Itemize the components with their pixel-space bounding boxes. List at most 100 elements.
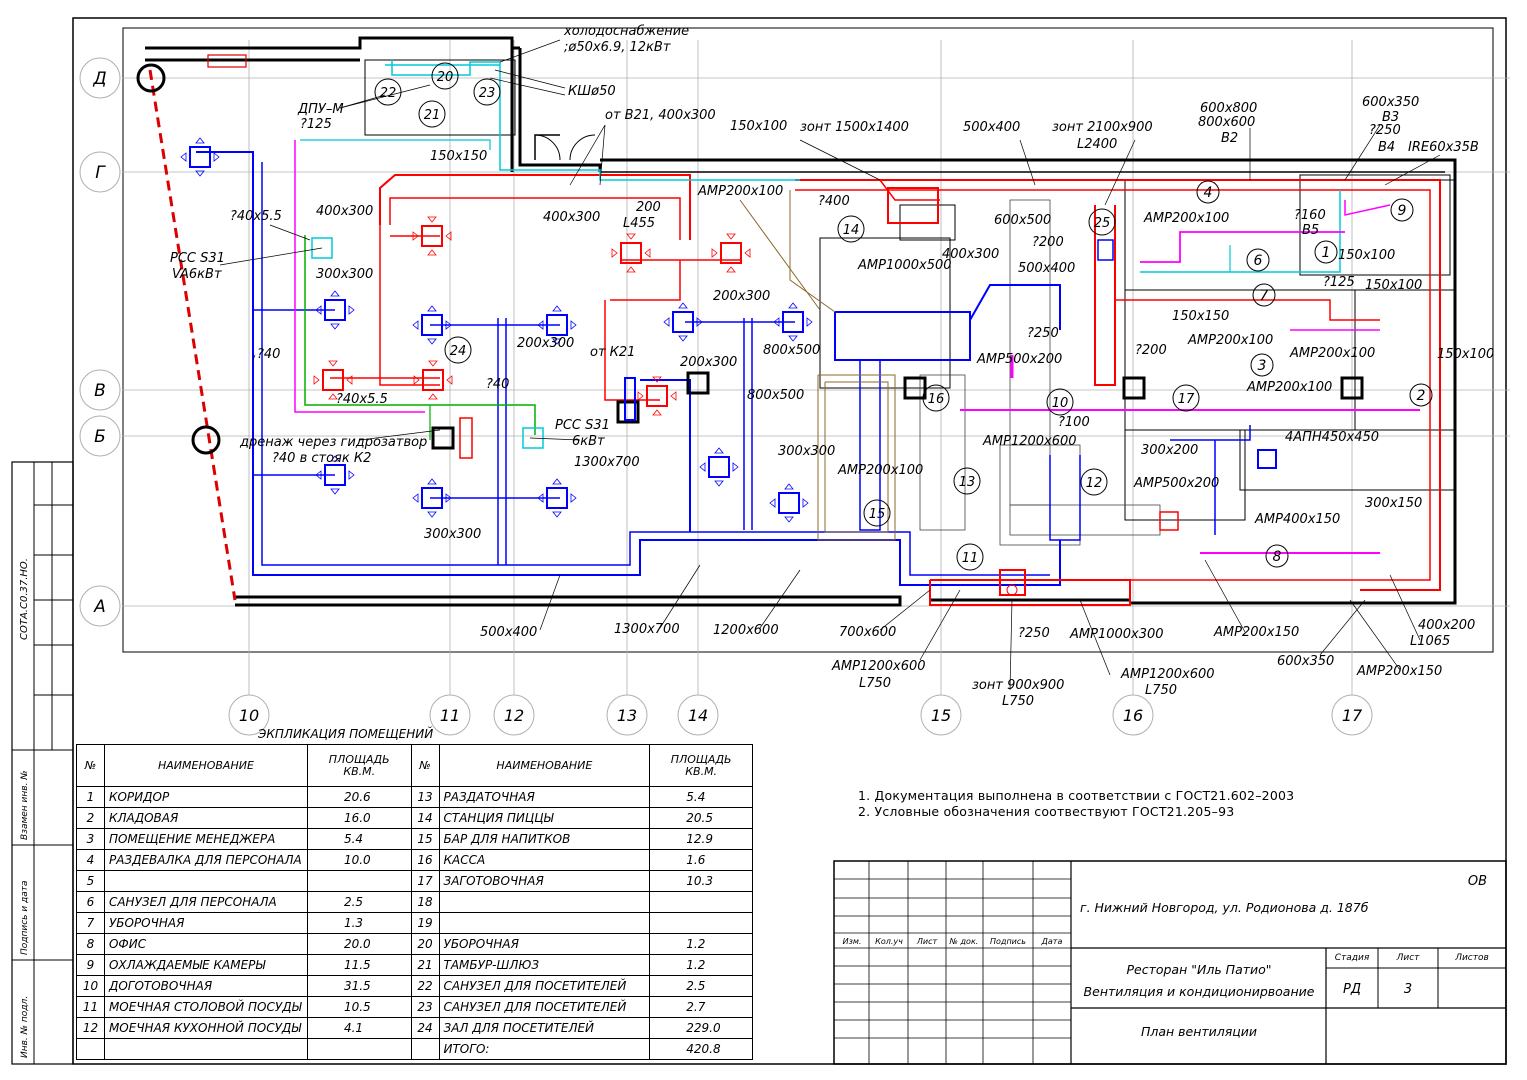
label-amp200x100-b: АМР200x100: [1143, 211, 1229, 226]
explication-total-row: ИТОГО:420.8: [76, 1038, 753, 1060]
apn-unit: [1257, 449, 1277, 469]
explication-cell-name: САНУЗЕЛ ДЛЯ ПОСЕТИТЕЛЕЙ: [438, 996, 651, 1018]
leader-25: [1204, 559, 1246, 633]
supply-diffuser-10-arrows: [769, 483, 809, 523]
doc-code: ОВ: [1467, 874, 1488, 889]
zont-900x900: [999, 569, 1026, 596]
room-number-25: 25: [1094, 216, 1111, 231]
label-d400x300-c: 400x300: [942, 247, 999, 262]
room-number-20: 20: [437, 70, 454, 85]
explication-cell-area: 10.3: [649, 870, 753, 892]
explication-total-value: 420.8: [649, 1038, 753, 1060]
black-unit-1: [616, 400, 640, 424]
label-d400x300-a: 400x300: [316, 204, 373, 219]
explication-cell-n: 19: [410, 912, 440, 934]
column-B: [191, 425, 221, 455]
door-arc-1: [534, 134, 561, 161]
explication-cell-area: [649, 912, 753, 934]
room-marker-4: [1196, 180, 1220, 204]
leader-27: [1389, 574, 1421, 641]
explication-cell-n: 16: [410, 849, 440, 871]
explication-cell-area: 12.9: [649, 828, 753, 850]
brown-box: [817, 374, 896, 541]
explication-cell-n: 17: [410, 870, 440, 892]
explication-cell-n: 20: [410, 933, 440, 955]
label-r40-b: ?40: [486, 377, 509, 392]
label-amp500x200: АМР500x200: [976, 352, 1062, 367]
grid-number-12: 12: [504, 706, 524, 725]
room-number-4: 4: [1204, 185, 1213, 201]
explication-cell-name: БАР ДЛЯ НАПИТКОВ: [438, 828, 651, 850]
leader-12: [1384, 154, 1441, 186]
exhaust-riser: [1094, 205, 1116, 386]
label-l750-a: L750: [859, 676, 891, 691]
grid-bubble-В: [79, 369, 121, 411]
label-r250-b: ?250: [1027, 326, 1059, 341]
label-d1300x700-a: 1300x700: [574, 455, 640, 470]
left-stamp-strip: СОТА.С0.37.НО. Инв. № подл. Подпись и да…: [11, 461, 74, 1065]
label-amp200x100-d: АМР200x100: [1289, 346, 1375, 361]
zont-1500x1400: [887, 187, 939, 224]
grid-bubble-Д: [79, 57, 121, 99]
explication-cell-area: 5.4: [306, 828, 412, 850]
label-d150x150: 150x150: [430, 149, 487, 164]
supply-diffuser-8-arrows: [773, 302, 813, 342]
leader-8: [1019, 139, 1036, 186]
grid-number-16: 16: [1123, 706, 1143, 725]
explication-empty-cell: [103, 1038, 308, 1060]
room-number-24: 24: [450, 344, 467, 359]
grid-number-14: 14: [688, 706, 708, 725]
room-number-8: 8: [1273, 549, 1282, 565]
green-refrigerant: [304, 235, 536, 435]
exhaust-from-k21: [604, 300, 660, 401]
leader-15: [252, 354, 256, 361]
black-unit-2: [1122, 376, 1146, 400]
label-d200x300-c: 200x300: [680, 355, 737, 370]
label-l1065: L1065: [1410, 634, 1450, 649]
label-pcc2: РСС S31: [555, 418, 610, 433]
label-d1200x600: 1200x600: [713, 623, 779, 638]
grid-letter-Г: Г: [95, 163, 106, 183]
sheet-title: План вентиляции: [1140, 1024, 1258, 1039]
cyan-line: [300, 139, 491, 150]
explication-cell-n: 1: [76, 786, 105, 808]
grid-bubble-17: [1331, 694, 1373, 736]
explication-cell-area: 31.5: [306, 975, 412, 997]
grid-letter-Б: Б: [94, 427, 106, 447]
explication-cell-area: 11.5: [306, 954, 412, 976]
label-d600x800: 600x800: [1200, 101, 1257, 116]
explication-cell-area: 20.5: [649, 807, 753, 829]
explication-cell-n: 10: [76, 975, 105, 997]
supply-diffuser-7-arrows: [663, 302, 703, 342]
label-amp400x150: АМР400x150: [1254, 512, 1340, 527]
room-marker-1: [1314, 240, 1338, 264]
explication-cell-name: САНУЗЕЛ ДЛЯ ПЕРСОНАЛА: [103, 891, 308, 913]
label-r40x55-a: ?40x5.5: [230, 209, 282, 224]
exhaust-150x150: [1115, 299, 1380, 321]
grid-bubble-13: [606, 694, 648, 736]
label-d800x500-a: 800x500: [763, 343, 820, 358]
partition-7: [1299, 174, 1451, 276]
supply-diffuser-0: [189, 146, 211, 168]
room-number-17: 17: [1178, 392, 1195, 407]
supply-diffuser-9: [708, 456, 730, 478]
label-d1300x700-b: 1300x700: [614, 622, 680, 637]
explication-cell-name: [103, 870, 308, 892]
leader-0: [499, 39, 561, 63]
label-from-k21: от К21: [590, 345, 635, 360]
riser-unit: [1097, 239, 1114, 261]
label-d200x300-b: 200x300: [517, 336, 574, 351]
explication-cell-area: 20.0: [306, 933, 412, 955]
brown-box-inner: [824, 381, 889, 533]
explication-cell-name: КАССА: [438, 849, 651, 871]
supply-diffuser-9-arrows: [699, 447, 739, 487]
explication-cell-area: 5.4: [649, 786, 753, 808]
wall-right: [600, 158, 1457, 605]
room-marker-10: [1046, 388, 1074, 416]
ac-unit-1: [522, 427, 544, 449]
